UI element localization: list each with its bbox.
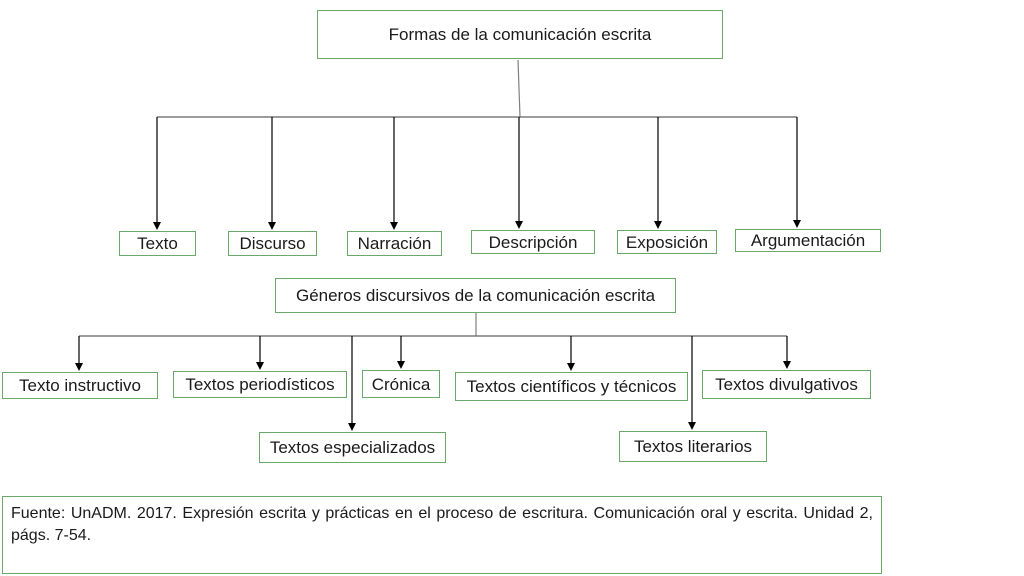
diagram-title-box: Formas de la comunicación escrita: [317, 10, 723, 59]
form-box-exposicion: Exposición: [617, 230, 717, 254]
genre-box-textos-periodisticos: Textos periodísticos: [173, 371, 347, 398]
form-box-discurso: Discurso: [228, 231, 317, 256]
title-stem: [517, 59, 521, 118]
form-label: Narración: [357, 234, 432, 253]
genre-label: Textos divulgativos: [715, 375, 858, 394]
form-label: Argumentación: [750, 231, 866, 250]
genre-label: Textos especializados: [269, 438, 436, 457]
genres-title-box: Géneros discursivos de la comunicación e…: [275, 278, 676, 313]
genre-label: Textos científicos y técnicos: [466, 377, 677, 396]
form-label: Texto: [137, 234, 178, 253]
genre-label: Texto instructivo: [19, 376, 141, 395]
diagram-title: Formas de la comunicación escrita: [388, 25, 652, 44]
genre-box-cronica: Crónica: [362, 370, 440, 398]
form-label: Descripción: [488, 232, 578, 252]
source-citation-box: Fuente: UnADM. 2017. Expresión escrita y…: [2, 496, 882, 574]
form-box-descripcion: Descripción: [471, 230, 595, 254]
form-label: Discurso: [239, 234, 306, 253]
form-box-texto: Texto: [119, 231, 196, 256]
genre-box-textos-cientificos: Textos científicos y técnicos: [455, 372, 688, 401]
genres-title: Géneros discursivos de la comunicación e…: [295, 286, 656, 305]
genre-label: Textos literarios: [633, 437, 753, 456]
form-label: Exposición: [625, 232, 709, 252]
genre-box-textos-divulgativos: Textos divulgativos: [702, 370, 871, 399]
genre-box-texto-instructivo: Texto instructivo: [2, 372, 158, 399]
form-box-argumentacion: Argumentación: [735, 229, 881, 252]
source-citation: Fuente: UnADM. 2017. Expresión escrita y…: [11, 505, 873, 544]
genre-label: Textos periodísticos: [185, 375, 335, 394]
genre-label: Crónica: [371, 374, 431, 394]
genre-box-textos-literarios: Textos literarios: [619, 431, 767, 462]
form-box-narracion: Narración: [347, 231, 442, 256]
genre-box-textos-especializados: Textos especializados: [259, 432, 446, 463]
